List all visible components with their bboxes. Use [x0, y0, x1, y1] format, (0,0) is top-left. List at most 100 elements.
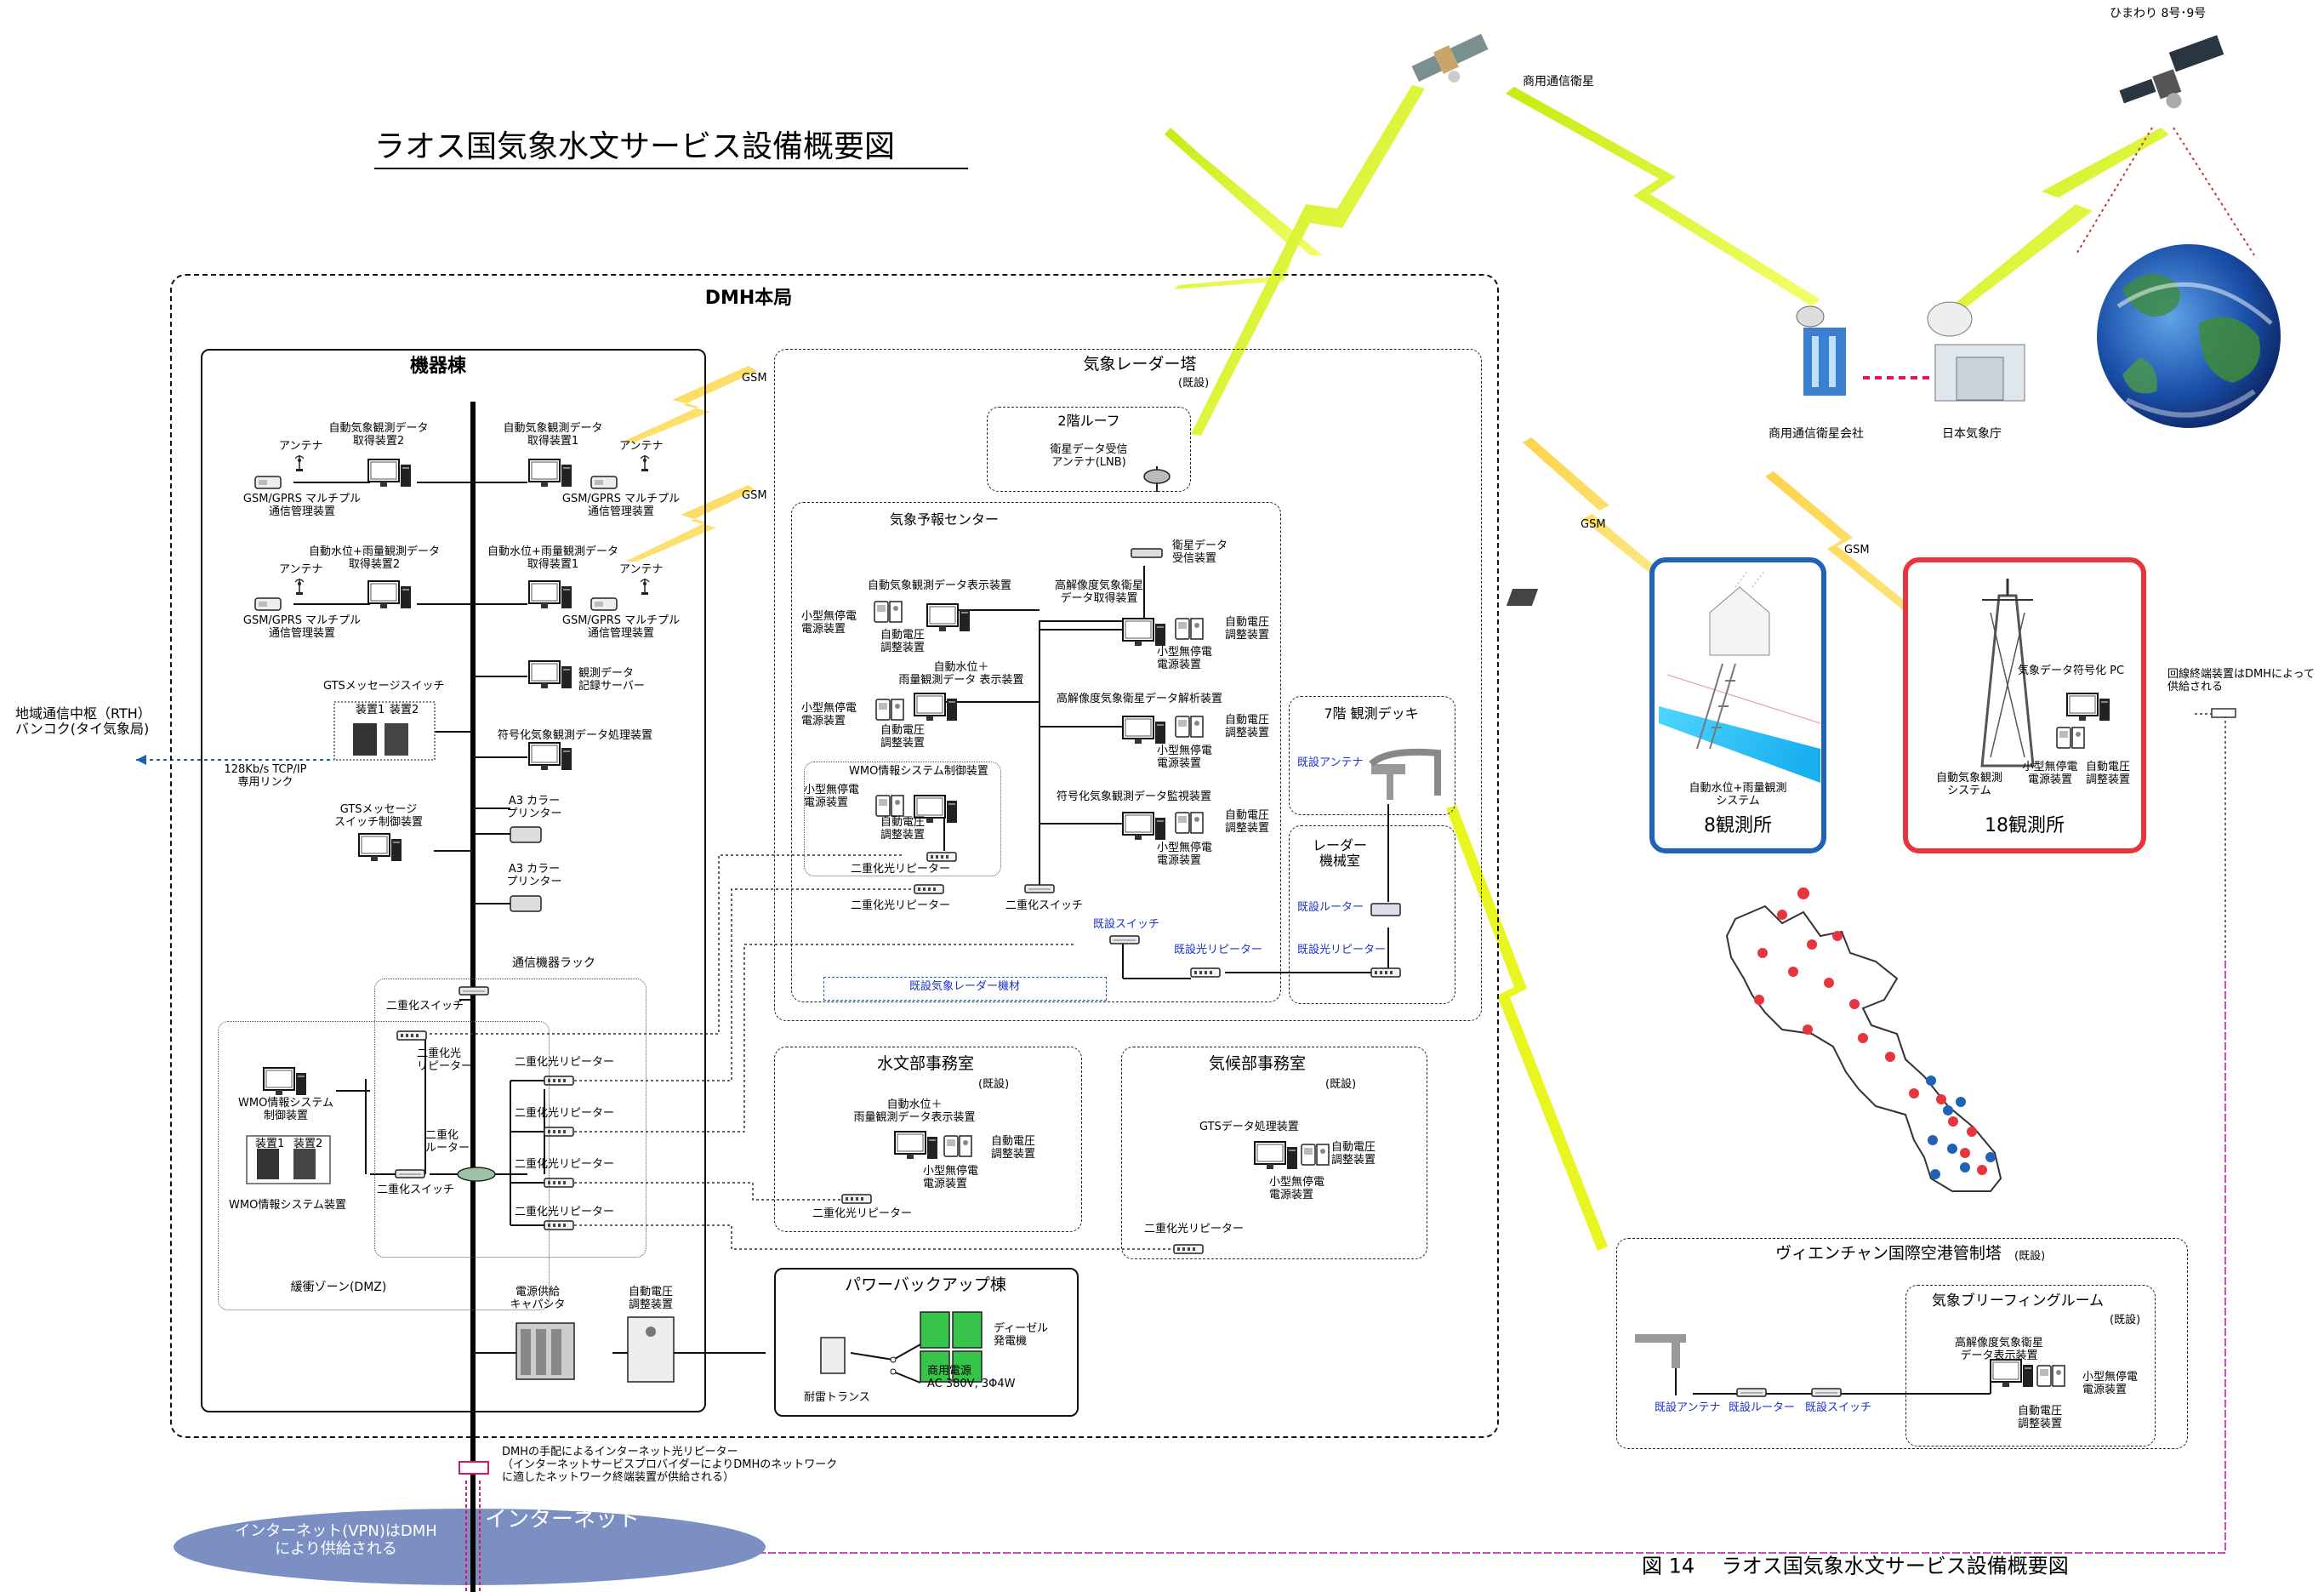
hr-sat-ana-label: 高解像度気象衛星データ解析装置 — [1057, 693, 1222, 706]
ups-label: 小型無停電 電源装置 — [801, 611, 857, 636]
sign-monitor-label: 符号化気象観測データ監視装置 — [1057, 791, 1211, 804]
printer-label: A3 カラー プリンター — [506, 796, 561, 821]
existing-radar-label: 既設気象レーダー機材 — [909, 981, 1020, 994]
dual-repeater-label: 二重化光 リピーター — [417, 1048, 472, 1074]
hr-sat-get-label: 高解像度気象衛星 データ取得装置 — [1055, 580, 1143, 606]
line-term-note: 回線終端装置はDMHによって 供給される — [2167, 669, 2315, 694]
wmo-sys-ctrl-label: WMO情報システム制御装置 — [849, 766, 988, 779]
rth-label: 地域通信中枢（RTH） バンコク(タイ気象局) — [15, 706, 151, 738]
sat-rx-label: 衛星データ 受信装置 — [1172, 540, 1228, 566]
avr-label: 自動電圧 調整装置 — [629, 1287, 673, 1312]
dual-switch-2-label: 二重化スイッチ — [377, 1184, 454, 1197]
internet-repeater-note: DMHの手配によるインターネット光リピーター （インターネットサービスプロバイダ… — [502, 1446, 837, 1485]
existing-tag: (既設) — [978, 1079, 1009, 1092]
avr-label: 自動電圧 調整装置 — [2018, 1406, 2062, 1431]
figure-caption: 図 14 ラオス国気象水文サービス設備概要図 — [1642, 1555, 2069, 1578]
ups-label: 小型無停電 電源装置 — [2082, 1372, 2138, 1397]
commercial-power-label: 商用電源 AC 380V, 3Φ4W — [927, 1366, 1015, 1391]
gsm-mgr-label: GSM/GPRS マルチプル 通信管理装置 — [243, 615, 361, 641]
gsm-mgr-label: GSM/GPRS マルチプル 通信管理装置 — [562, 615, 680, 641]
avr-label: 自動電圧 調整装置 — [1225, 810, 1269, 836]
dual-repeater-label: 二重化光リピーター — [1144, 1224, 1244, 1236]
gsm-tag: GSM — [742, 373, 767, 385]
rack-repeater-label: 二重化光リピーター — [515, 1108, 614, 1121]
antenna-label: アンテナ — [279, 441, 322, 454]
internet-label: インターネット — [485, 1508, 640, 1533]
comm-company-label: 商用通信衛星会社 — [1769, 427, 1864, 441]
rack-repeater-label: 二重化光リピーター — [515, 1057, 614, 1070]
existing-repeater-label: 既設光リピーター — [1174, 944, 1262, 957]
machine-room-label: レーダー 機械室 — [1313, 838, 1367, 870]
dmh-label: DMH本局 — [705, 288, 793, 309]
hydro-office-box — [774, 1047, 1082, 1232]
ups-label: 小型無停電 電源装置 — [1269, 1177, 1324, 1202]
radar-tower-label: 気象レーダー塔 — [1083, 356, 1196, 374]
ups-label: 小型無停電 電源装置 — [2022, 762, 2077, 787]
hydro-office-label: 水文部事務室 — [877, 1055, 974, 1074]
hr-disp-label: 高解像度気象衛星 データ表示装置 — [1955, 1338, 2043, 1363]
rack-repeater-label: 二重化光リピーター — [515, 1207, 614, 1219]
station8-label: 8観測所 — [1704, 815, 1772, 836]
gsm-tag: GSM — [742, 490, 767, 503]
encode-pc-label: 気象データ符号化 PC — [2018, 665, 2124, 678]
lnb-label: 衛星データ受信 アンテナ(LNB) — [1050, 444, 1127, 470]
avr-label: 自動電圧 調整装置 — [880, 817, 925, 842]
deck-label: 7階 観測デッキ — [1324, 706, 1418, 722]
gts-device-1-label: 装置1 — [356, 705, 384, 717]
dual-switch-label: 二重化スイッチ — [1005, 900, 1083, 913]
gsm-mgr-label: GSM/GPRS マルチプル 通信管理装置 — [562, 494, 680, 519]
wmo-system-label: WMO情報システム装置 — [229, 1200, 346, 1213]
gts-device-2-label: 装置2 — [390, 705, 419, 717]
airport-label: ヴィエンチャン国際空港管制塔 — [1775, 1245, 2002, 1264]
avr-label: 自動電圧 調整装置 — [2086, 762, 2130, 787]
gsm-mgr-label: GSM/GPRS マルチプル 通信管理装置 — [243, 494, 361, 519]
wmo-device-2-label: 装置2 — [293, 1138, 322, 1151]
avr-label: 自動電圧 調整装置 — [1225, 715, 1269, 740]
printer-label: A3 カラー プリンター — [506, 864, 561, 889]
aws-2-label: 自動気象観測データ 取得装置2 — [328, 423, 428, 448]
dual-repeater-label: 二重化光リピーター — [851, 864, 950, 876]
existing-router-label: 既設ルーター — [1729, 1402, 1795, 1415]
wl-1-label: 自動水位+雨量観測データ 取得装置1 — [487, 546, 618, 572]
dual-repeater-label: 二重化光リピーター — [851, 900, 950, 913]
station8-system-label: 自動水位+雨量観測 システム — [1689, 783, 1787, 808]
existing-switch-label: 既設スイッチ — [1805, 1402, 1871, 1415]
internet-cloud-text: インターネット(VPN)はDMH により供給される — [235, 1523, 437, 1558]
diesel-label: ディーゼル 発電機 — [994, 1323, 1048, 1349]
avr-label: 自動電圧 調整装置 — [991, 1136, 1035, 1161]
rack-repeater-label: 二重化光リピーター — [515, 1159, 614, 1172]
ups-label: 小型無停電 電源装置 — [1157, 745, 1212, 771]
wmo-device-1-label: 装置1 — [255, 1138, 284, 1151]
sign-proc-label: 符号化気象観測データ処理装置 — [498, 730, 652, 743]
antenna-label: アンテナ — [619, 441, 663, 454]
page-title: ラオス国気象水文サービス設備概要図 — [374, 129, 895, 164]
station18-system-label: 自動気象観測 システム — [1936, 773, 2002, 798]
hydro-disp-label: 自動水位＋ 雨量観測データ表示装置 — [853, 1099, 975, 1125]
ups-label: 小型無停電 電源装置 — [1157, 842, 1212, 868]
avr-label: 自動電圧 調整装置 — [1331, 1142, 1376, 1167]
roof-label: 2階ルーフ — [1057, 414, 1119, 429]
wmo-ctrl-label: WMO情報システム 制御装置 — [238, 1098, 333, 1123]
power-backup-label: パワーバックアップ棟 — [845, 1276, 1006, 1295]
gsm-tag: GSM — [1581, 519, 1606, 532]
dual-router-label: 二重化 ルーター — [425, 1130, 470, 1155]
gts-ctrl-label: GTSメッセージ スイッチ制御装置 — [334, 804, 423, 830]
existing-antenna-label: 既設アンテナ — [1655, 1402, 1720, 1415]
aws-1-label: 自動気象観測データ 取得装置1 — [503, 423, 602, 448]
gts-proc-label: GTSデータ処理装置 — [1199, 1121, 1299, 1134]
climate-office-label: 気候部事務室 — [1209, 1055, 1306, 1074]
existing-tag: (既設) — [2014, 1251, 2045, 1264]
himawari-label: ひまわり 8号･9号 — [2110, 7, 2206, 20]
dual-repeater-label: 二重化光リピーター — [812, 1208, 912, 1221]
existing-router-label: 既設ルーター — [1297, 902, 1364, 915]
existing-tag: (既設) — [2110, 1315, 2140, 1327]
gsm-tag: GSM — [1844, 545, 1870, 557]
avr-label: 自動電圧 調整装置 — [1225, 617, 1269, 642]
antenna-label: アンテナ — [619, 564, 663, 577]
wl-disp-label: 自動水位＋ 雨量観測データ 表示装置 — [898, 662, 1023, 688]
existing-tag: (既設) — [1325, 1079, 1356, 1092]
dual-switch-label: 二重化スイッチ — [386, 1001, 464, 1013]
existing-repeater-label: 既設光リピーター — [1297, 944, 1386, 957]
dmz-label: 緩衝ゾーン(DMZ) — [291, 1281, 387, 1294]
existing-switch-label: 既設スイッチ — [1093, 919, 1159, 932]
